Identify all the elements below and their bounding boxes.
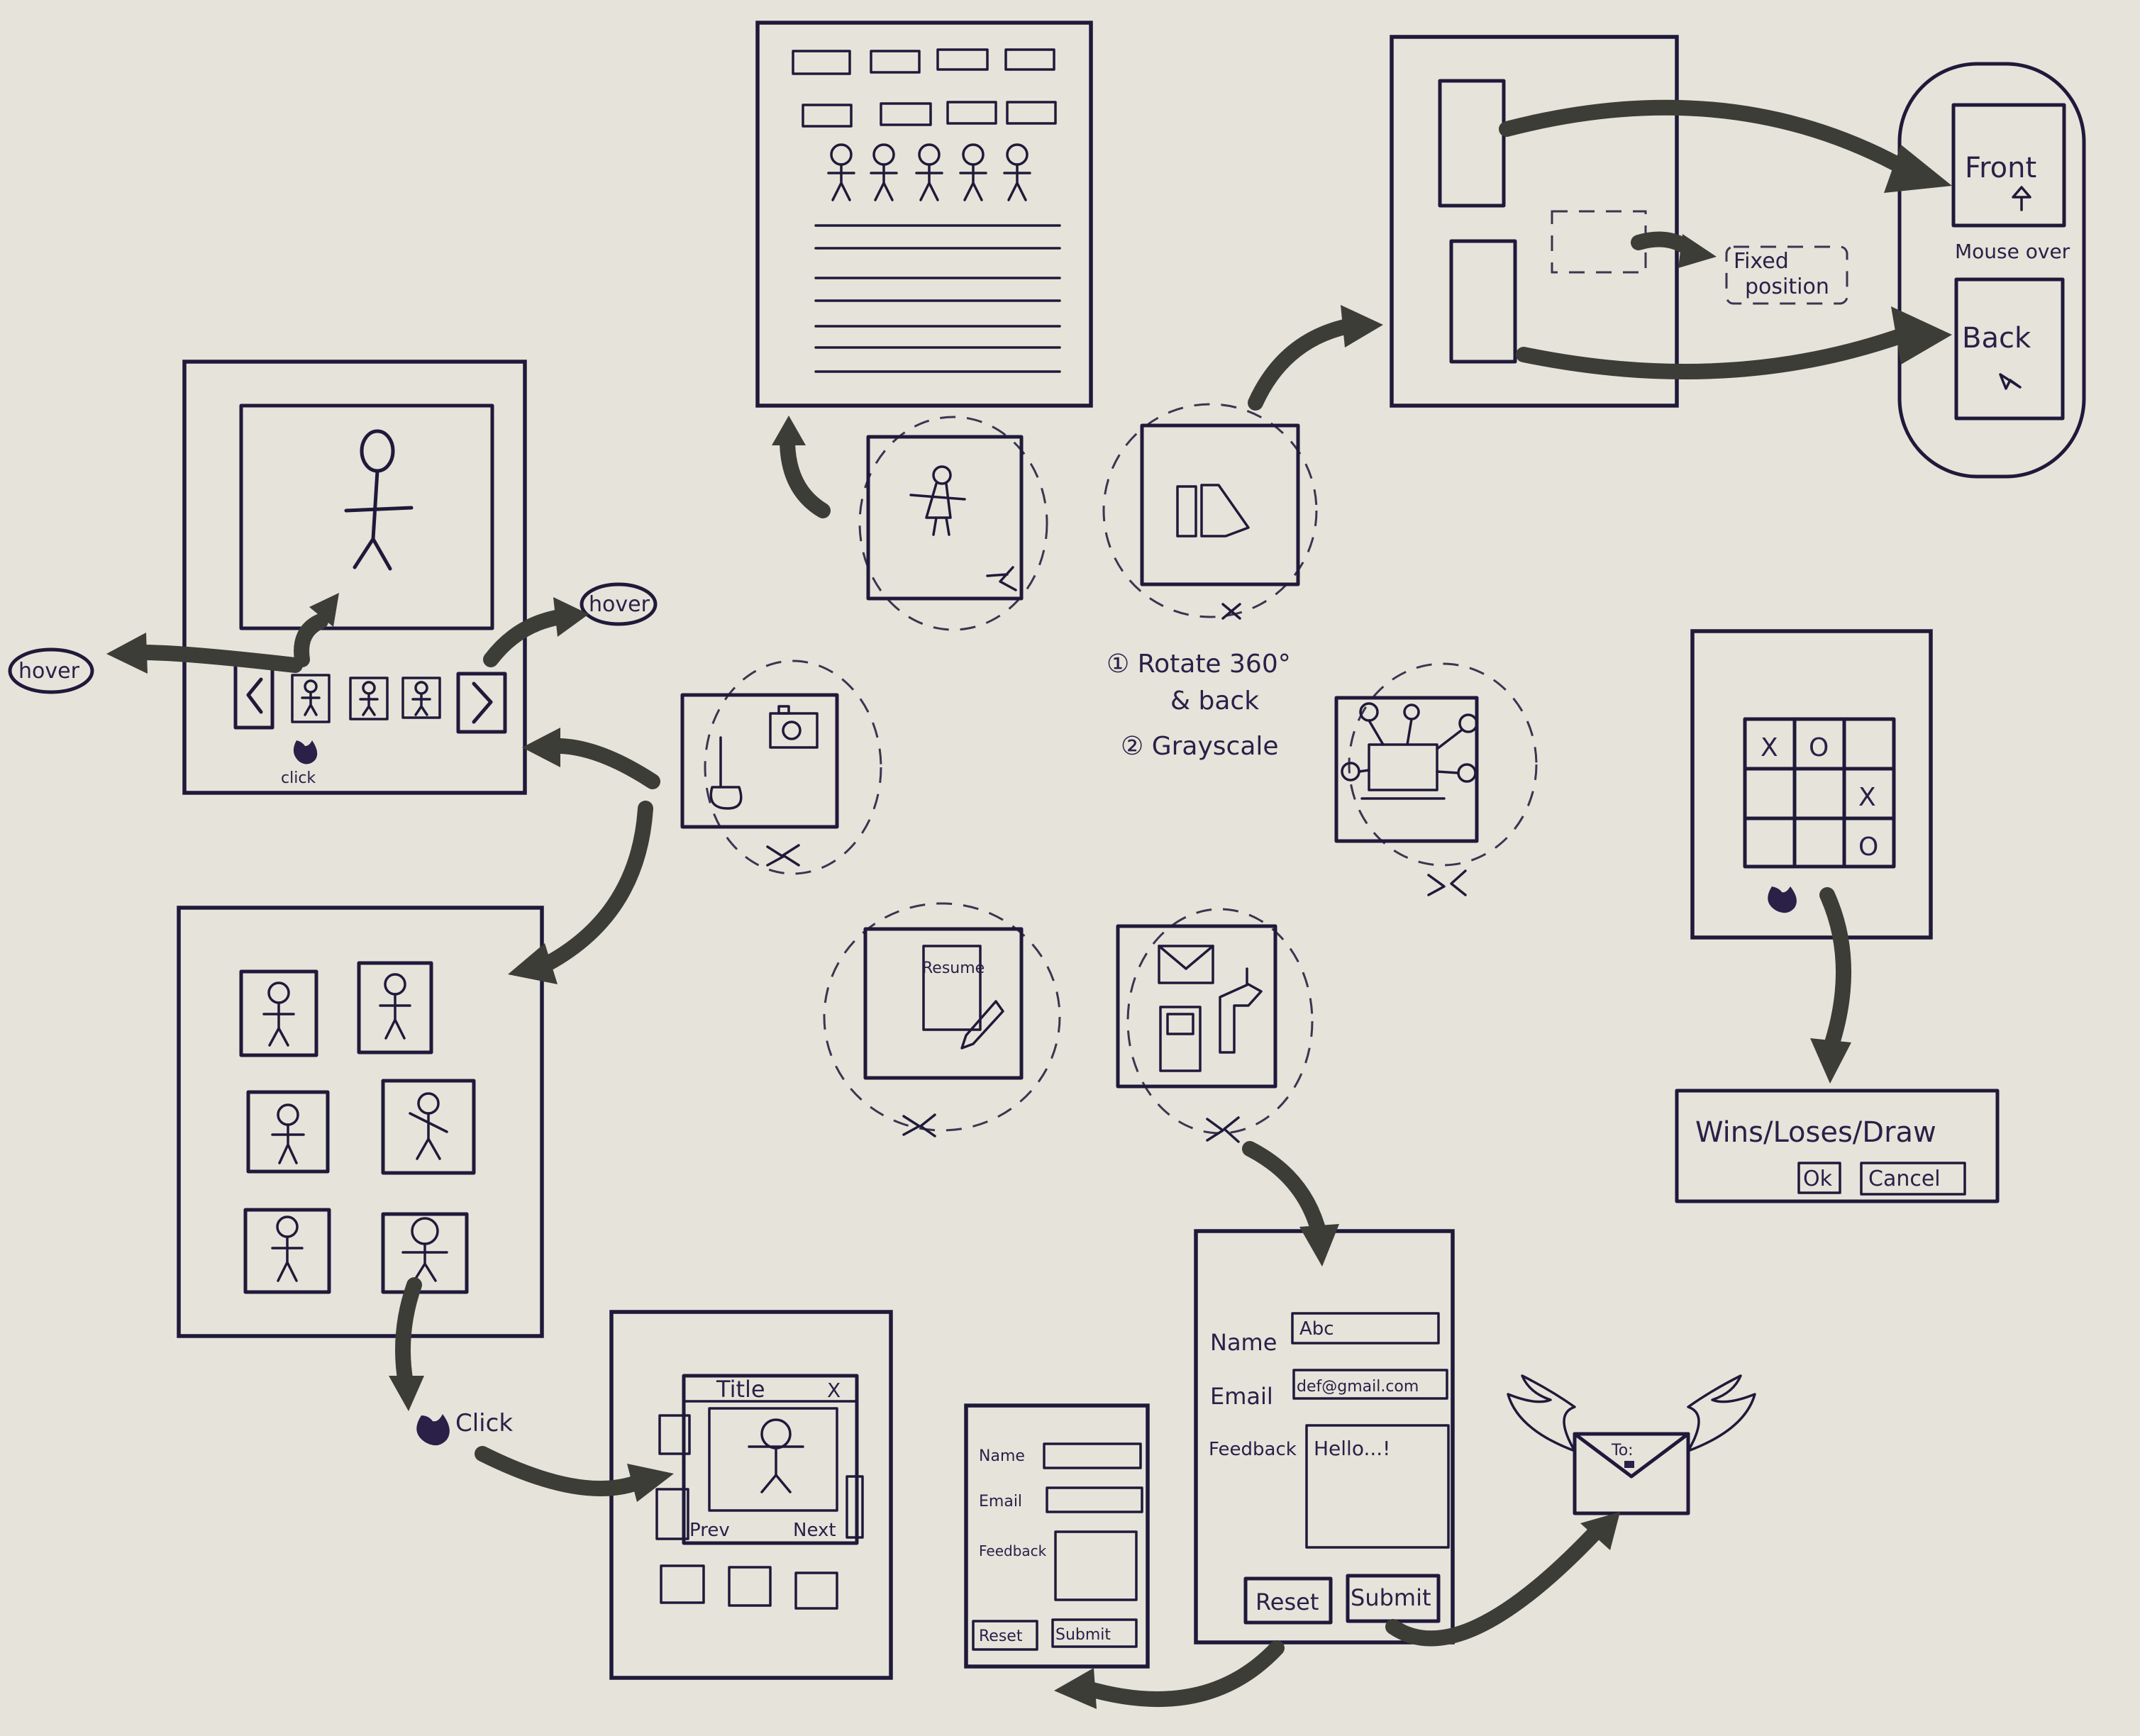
click-label-small: click	[281, 769, 316, 787]
nav-icon-network[interactable]	[1334, 662, 1538, 896]
carousel-thumb[interactable]	[401, 677, 441, 719]
svg-text:Reset: Reset	[979, 1628, 1023, 1645]
fixed-label: Fixed	[1734, 249, 1789, 274]
name-field[interactable]	[1043, 1442, 1142, 1469]
text-page-wireframe	[755, 21, 1093, 408]
svg-text:Feedback: Feedback	[1209, 1439, 1297, 1460]
front-card	[1951, 103, 2066, 228]
pointer-hand-icon	[293, 740, 318, 764]
stick-figures-gallery	[262, 973, 448, 1282]
back-label: Back	[1962, 322, 2031, 355]
text-lines	[814, 224, 1061, 373]
svg-text:Name: Name	[979, 1447, 1025, 1465]
svg-text:Feedback: Feedback	[979, 1542, 1047, 1559]
svg-text:hover: hover	[589, 592, 650, 617]
interaction-notes: ① Rotate 360° & back ② Grayscale	[1107, 650, 1291, 761]
email-field[interactable]	[1046, 1486, 1143, 1513]
contact-form-small: Name Email Feedback Reset Submit	[964, 1403, 1150, 1669]
cell: O	[1858, 833, 1878, 862]
carousel-thumb[interactable]	[291, 674, 331, 723]
svg-text:Submit: Submit	[1055, 1626, 1111, 1644]
nav-icon-resume[interactable]: Resume	[823, 902, 1061, 1137]
carousel-prev-button[interactable]	[233, 660, 275, 730]
position-label: position	[1745, 274, 1829, 299]
hover-note-left: hover	[8, 647, 94, 694]
gallery-grid-wireframe: Click	[177, 906, 544, 1446]
cell: O	[1809, 733, 1829, 762]
svg-text:Reset: Reset	[1255, 1588, 1319, 1615]
name-field[interactable]	[1291, 1312, 1440, 1345]
large-stick-figure	[344, 429, 414, 571]
pointer-hand-icon	[416, 1414, 450, 1446]
reset-button[interactable]	[972, 1620, 1038, 1651]
svg-text:② Grayscale: ② Grayscale	[1121, 732, 1279, 761]
cell: X	[1858, 783, 1876, 812]
reset-button[interactable]	[1243, 1576, 1333, 1625]
svg-text:Hello...!: Hello...!	[1314, 1437, 1390, 1460]
modal-next-button[interactable]: Next	[793, 1520, 836, 1541]
result-dialog	[1675, 1089, 2000, 1203]
result-text: Wins/Loses/Draw	[1695, 1116, 1936, 1149]
svg-text:def@gmail.com: def@gmail.com	[1297, 1378, 1419, 1396]
click-label-big: Click	[455, 1409, 513, 1437]
submit-button[interactable]	[1051, 1618, 1138, 1648]
tictactoe-wireframe: X O X O Wins/Loses/Draw Ok Cancel	[1675, 629, 2000, 1203]
svg-text:& back: & back	[1170, 686, 1259, 716]
sent-envelope-icon: To:	[1507, 1374, 1756, 1515]
feedback-field[interactable]	[1305, 1424, 1450, 1549]
board-cells[interactable]: X O X O	[1761, 733, 1878, 862]
resume-label: Resume	[922, 959, 985, 977]
email-field[interactable]	[1292, 1369, 1448, 1400]
back-card	[1954, 277, 2065, 421]
carousel-thumb[interactable]	[349, 677, 389, 720]
modal-dialog	[682, 1374, 859, 1545]
pointer-hand-icon	[1768, 886, 1797, 913]
modal-prev-button[interactable]: Prev	[689, 1520, 730, 1541]
svg-text:Cancel: Cancel	[1868, 1167, 1941, 1191]
flow-arrows	[106, 99, 1952, 1709]
flip-card-wireframe: Fixed position Front Mouse over Back	[1390, 35, 2086, 479]
svg-text:Email: Email	[979, 1493, 1022, 1510]
feedback-field[interactable]	[1054, 1530, 1138, 1601]
svg-text:hover: hover	[18, 659, 80, 684]
carousel-wireframe: click	[182, 360, 527, 795]
cell: X	[1761, 733, 1778, 762]
nav-icon-profile[interactable]	[858, 416, 1048, 631]
front-label: Front	[1965, 152, 2036, 184]
modal-close-button[interactable]: X	[827, 1379, 841, 1402]
contact-form-large: Name Abc Email def@gmail.com Feedback He…	[1194, 1229, 1455, 1645]
svg-text:Email: Email	[1210, 1383, 1273, 1410]
svg-text:Abc: Abc	[1299, 1318, 1334, 1340]
svg-text:Name: Name	[1210, 1329, 1277, 1356]
mouse-over-label: Mouse over	[1955, 240, 2070, 263]
cancel-button[interactable]	[1860, 1162, 1966, 1196]
svg-text:Ok: Ok	[1803, 1167, 1833, 1191]
svg-text:① Rotate 360°: ① Rotate 360°	[1107, 650, 1291, 679]
modal-stick-figure	[748, 1418, 804, 1493]
nav-icon-about[interactable]	[1102, 403, 1318, 620]
carousel-next-button[interactable]	[456, 672, 507, 734]
modal-title: Title	[716, 1376, 765, 1403]
stick-figures-row	[827, 143, 1031, 201]
ok-button[interactable]	[1797, 1162, 1841, 1194]
modal-wireframe: Title X Prev Next	[609, 1310, 893, 1680]
nav-icon-hobbies[interactable]	[680, 660, 882, 875]
hover-note-right: hover	[580, 582, 658, 626]
nav-icon-contact[interactable]	[1116, 908, 1314, 1143]
svg-text:Submit: Submit	[1351, 1584, 1431, 1611]
svg-text:To:: To:	[1611, 1442, 1634, 1459]
